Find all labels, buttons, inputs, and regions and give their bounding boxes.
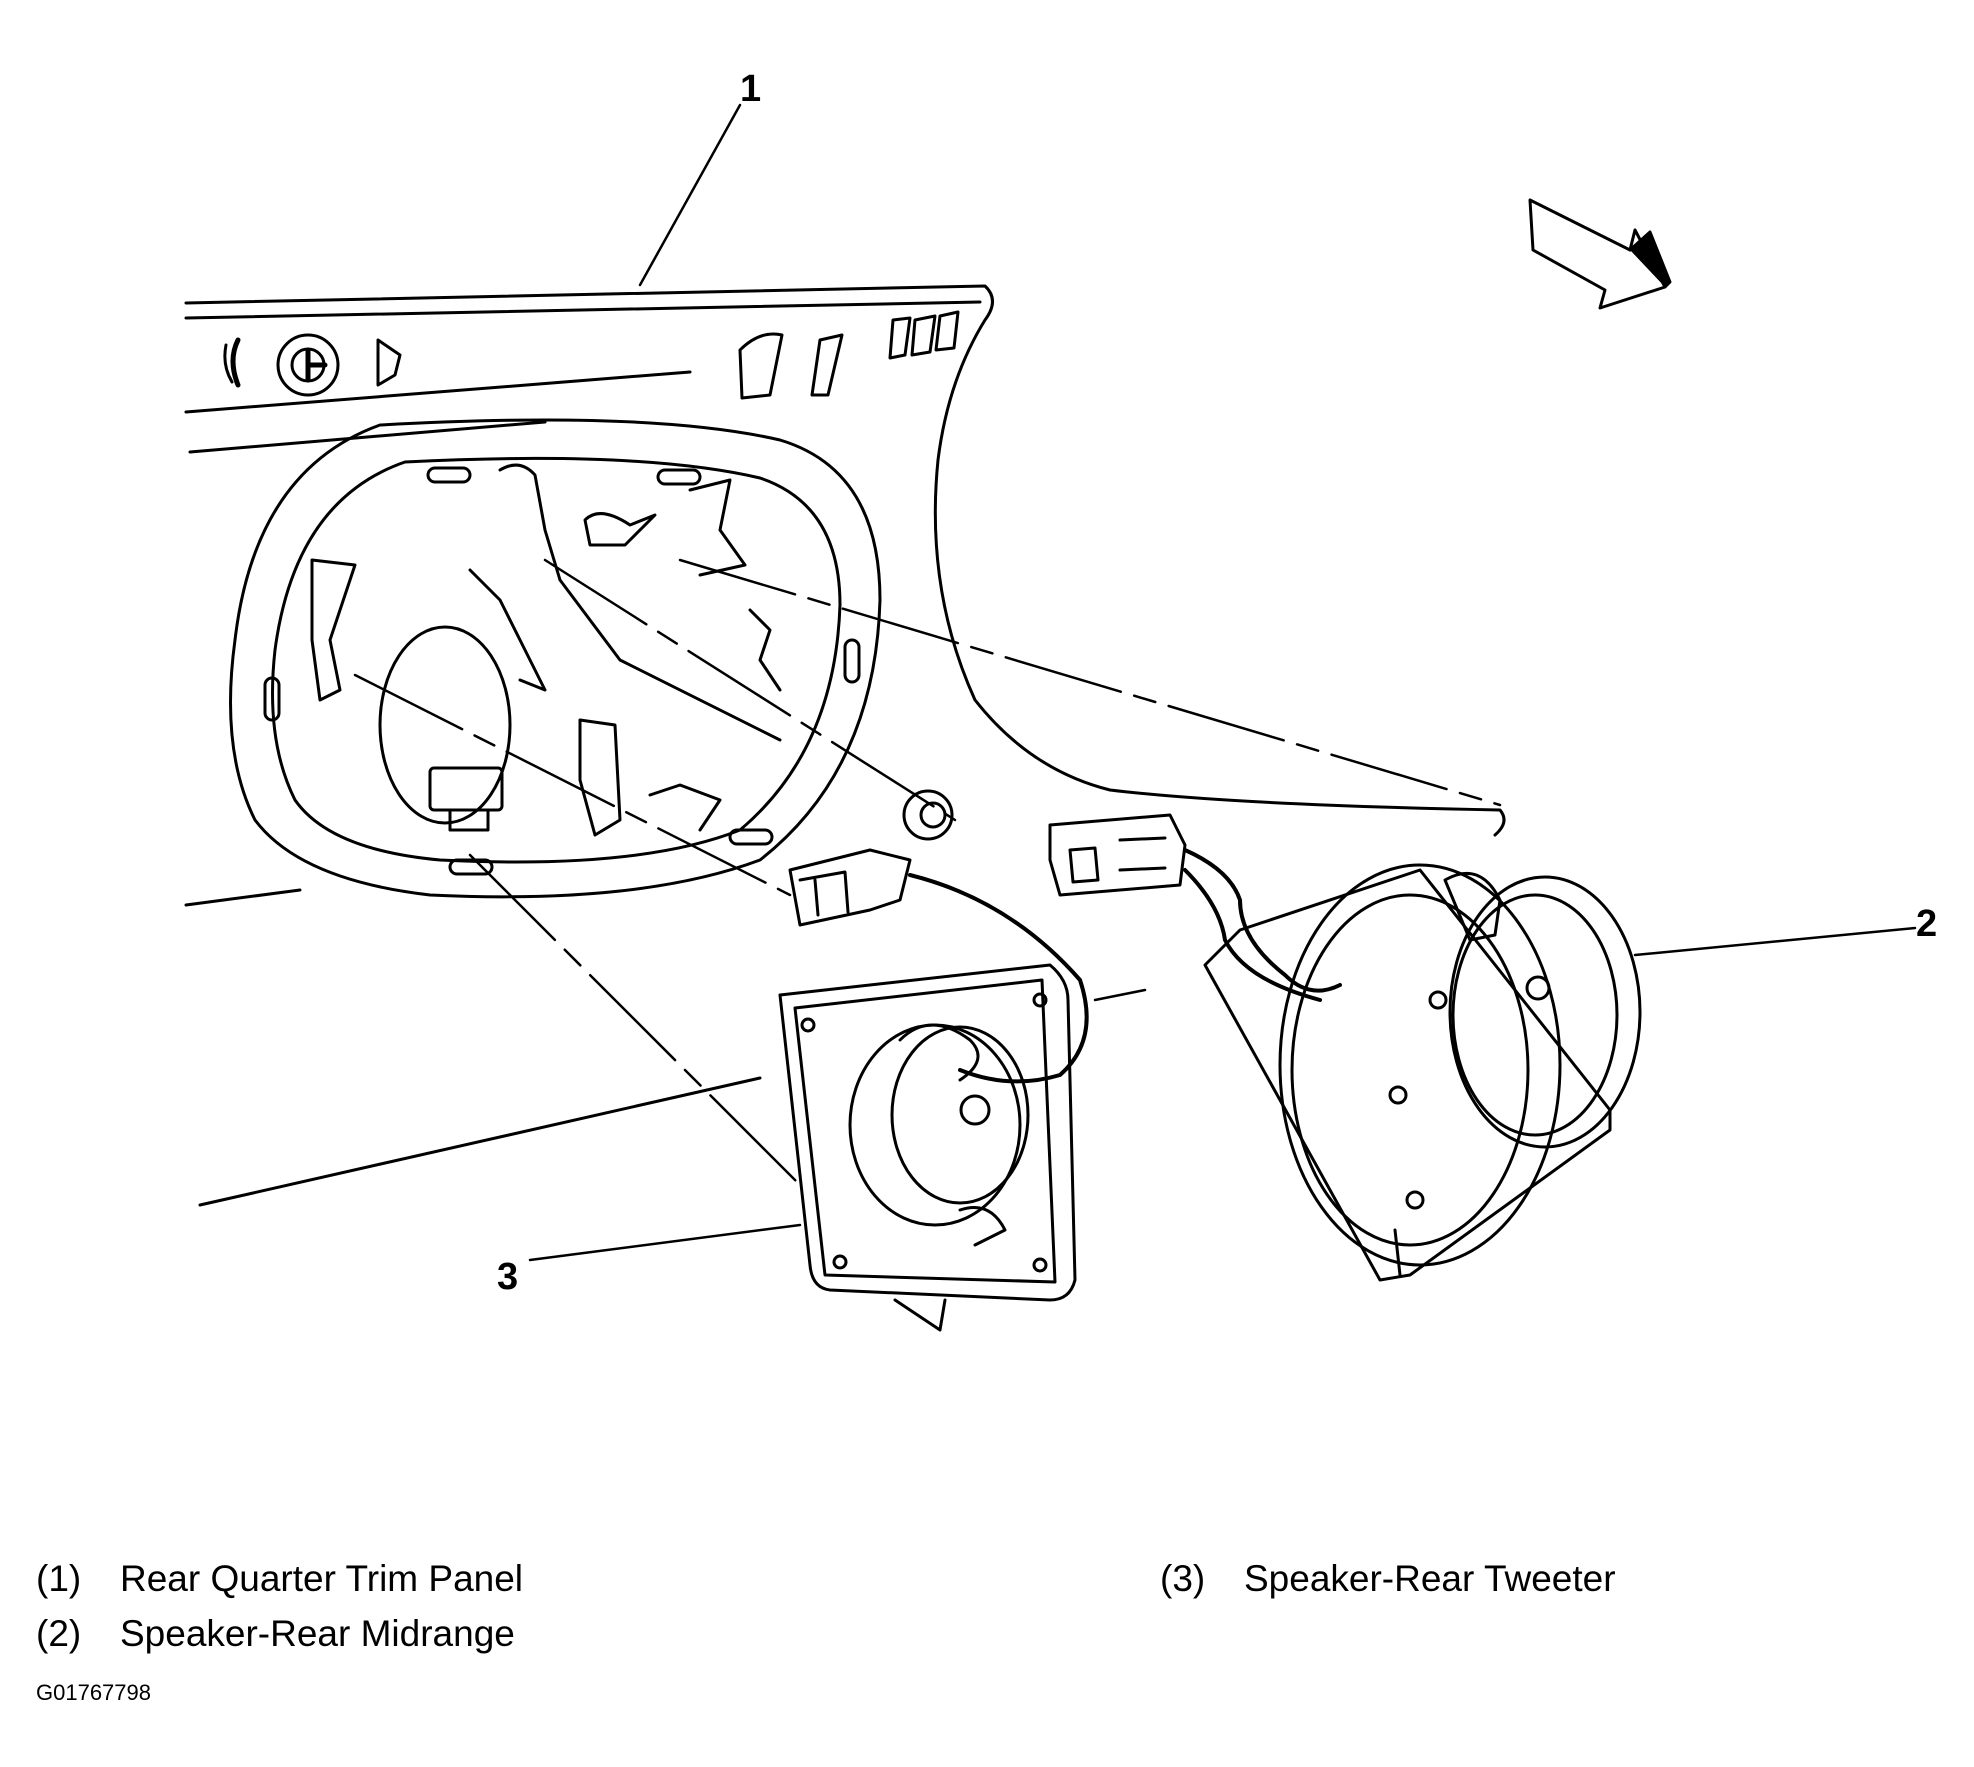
callout-2: 2 [1916, 903, 1938, 945]
legend-number: (1) [36, 1558, 82, 1599]
legend-label: Speaker-Rear Midrange [120, 1613, 515, 1654]
legend-label: Rear Quarter Trim Panel [120, 1558, 524, 1599]
speaker-mounting-plate [229, 418, 882, 899]
legend-number: (3) [1160, 1558, 1206, 1599]
forward-direction-arrow-icon [1528, 198, 1672, 310]
figure-id: G01767798 [36, 1680, 151, 1705]
alignment-lines [353, 558, 1502, 1187]
legend-item-1: (1) Rear Quarter Trim Panel [36, 1560, 523, 1597]
grommet [902, 789, 954, 841]
speaker-rear-tweeter [778, 963, 1077, 1332]
callout-leaders [528, 103, 1917, 1262]
legend-label: Speaker-Rear Tweeter [1244, 1558, 1616, 1599]
speaker-rear-midrange [1203, 863, 1642, 1282]
legend-number: (2) [36, 1613, 82, 1654]
legend-item-3: (3) Speaker-Rear Tweeter [1160, 1560, 1616, 1597]
wiring-harness [788, 813, 1342, 1084]
callout-1: 1 [740, 68, 762, 110]
callout-3: 3 [497, 1256, 519, 1298]
speaker-exploded-diagram [184, 103, 1917, 1332]
rear-quarter-trim-panel [184, 284, 1506, 1207]
legend-item-2: (2) Speaker-Rear Midrange [36, 1615, 515, 1652]
